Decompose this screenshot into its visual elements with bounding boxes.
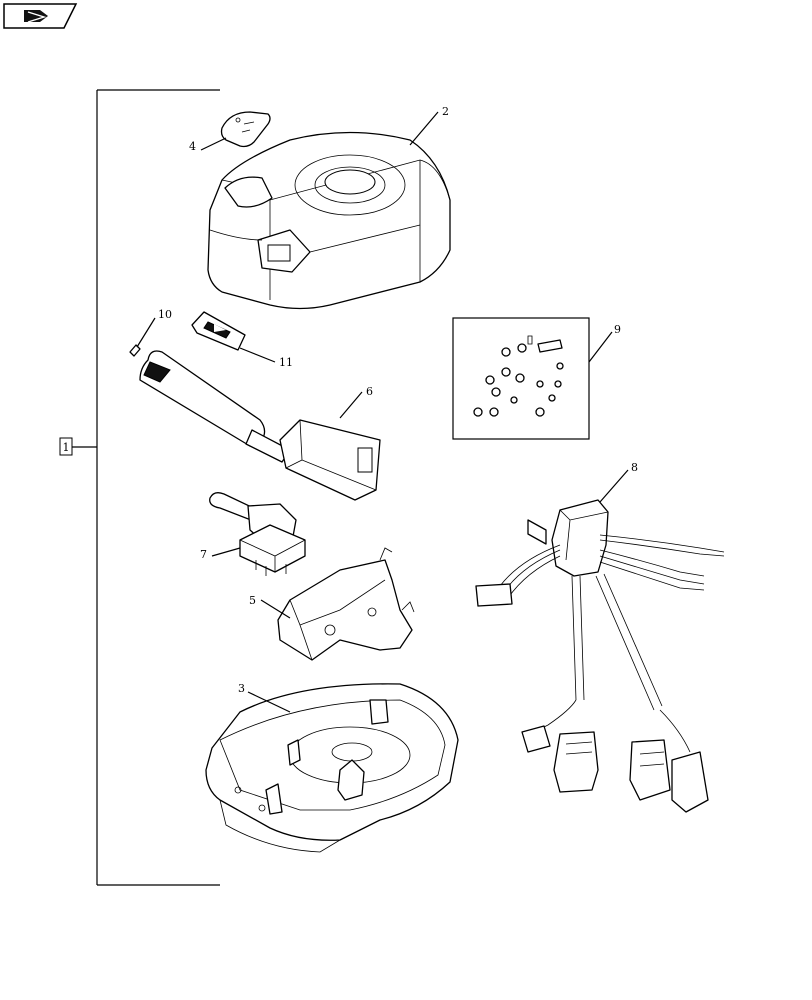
callout-11-label: 11 [279,356,293,369]
callout-10-label: 10 [158,308,172,321]
callout-6-label: 6 [366,385,373,398]
callout-7-label: 7 [200,548,207,561]
callout-4-label: 4 [189,140,196,153]
callout-5-label: 5 [249,594,256,607]
part-3-lower-base [205,683,459,853]
part-7-toggle-switch [209,492,306,576]
part-10-pin [129,344,141,357]
assembly-bracket [72,89,220,886]
callout-3-label: 3 [238,682,245,695]
part-8-wiring-harness [475,499,725,813]
part-9-hardware-kit [452,317,590,440]
part-2-upper-housing [207,131,451,310]
part-4-button-cap [220,111,271,148]
part-6-lever-switch [139,350,381,501]
callout-1-label: 1 [63,441,70,454]
part-11-switch-cap [191,311,246,351]
callout-9-label: 9 [614,323,621,336]
arrow-navigation-icon[interactable] [3,3,78,29]
part-5-bracket-plate [277,547,415,661]
callout-8-label: 8 [631,461,638,474]
callout-1[interactable]: 1 [59,437,73,456]
callout-2-label: 2 [442,105,449,118]
